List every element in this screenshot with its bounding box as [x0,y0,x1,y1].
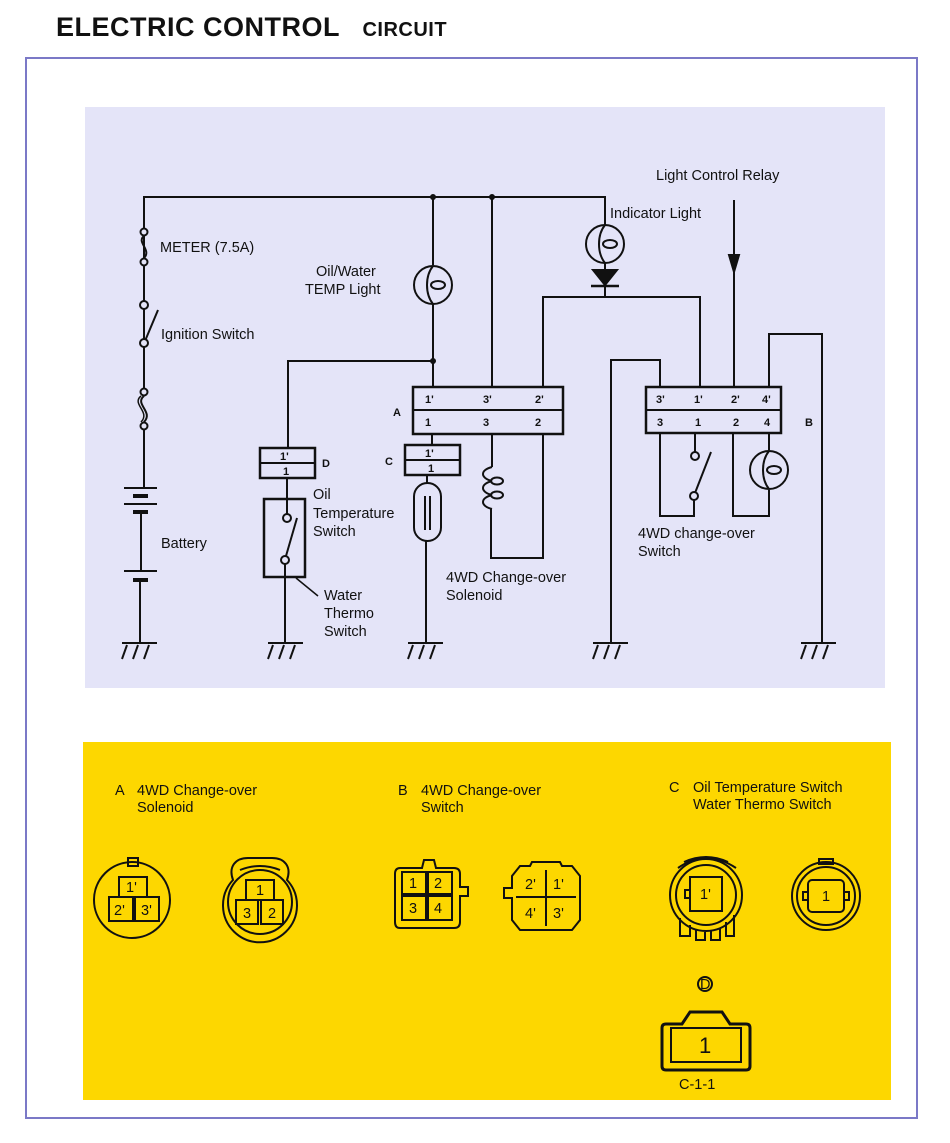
connector-a-marker: A [393,407,401,419]
outer-frame [25,57,918,1119]
connector-a-pin: 2' [535,394,544,406]
connector-d-pin: 1 [283,466,289,478]
changeover-switch-label-1: 4WD change-over [638,526,755,542]
battery-label: Battery [161,536,208,552]
ground-icon [407,642,443,660]
meter-fuse-label: METER (7.5A) [160,240,254,256]
ignition-switch-icon [139,300,159,388]
ground-icon [267,642,303,660]
connector-c-pin: 1' [425,448,434,460]
connector-b-pin: 2 [733,417,739,429]
connector-d-pin: 1' [280,451,289,463]
oil-temp-switch-label-2: Temperature [313,506,394,522]
connector-a-pin: 3' [483,394,492,406]
main-fuse-icon [137,387,149,488]
connector-c-pin: 1 [428,463,434,475]
solenoid-coil-icon [482,466,504,510]
connector-b-pin: 4 [764,417,771,429]
oil-temp-switch-label-1: Oil [313,487,331,503]
connector-a-pin: 2 [535,417,541,429]
ground-icon [121,642,157,660]
solenoid-label-1: 4WD Change-over [446,570,566,586]
water-thermo-label-2: Thermo [324,606,374,622]
light-control-relay-label: Light Control Relay [656,168,780,184]
connector-panel [83,742,891,1100]
temperature-sensor-icon [413,482,442,542]
oil-water-temp-light-icon [413,265,453,305]
meter-fuse-icon [139,227,149,300]
water-thermo-label-3: Switch [324,624,367,640]
connector-a-pin: 1 [425,417,431,429]
connector-b-pin: 3' [656,394,665,406]
diode-icon [590,263,620,297]
page-subtitle: CIRCUIT [362,19,448,41]
switch-indicator-light-icon [749,450,789,490]
page-heading: ELECTRIC CONTROL CIRCUIT [56,12,447,43]
connector-d-marker: D [322,458,330,470]
connector-a-pin: 3 [483,417,489,429]
oil-temp-switch-label-3: Switch [313,524,356,540]
battery-icon [124,487,157,643]
indicator-light-icon [585,224,625,264]
relay-arrow-icon [727,200,741,387]
connector-b-marker: B [805,417,813,429]
water-thermo-label-1: Water [324,588,362,604]
page-title: ELECTRIC CONTROL [56,12,340,42]
connector-c-block [403,443,462,477]
connector-b-pin: 2' [731,394,740,406]
connector-b-pin: 1 [695,417,701,429]
indicator-light-label: Indicator Light [610,206,701,222]
connector-b-pin: 3 [657,417,663,429]
connector-b-pin: 4' [762,394,771,406]
connector-b-pin: 1' [694,394,703,406]
connector-a-block [411,385,565,436]
connector-b-block [644,385,783,435]
ground-icon [800,642,836,660]
connector-a-pin: 1' [425,394,434,406]
changeover-switch-label-2: Switch [638,544,681,560]
solenoid-label-2: Solenoid [446,588,502,604]
ignition-switch-label: Ignition Switch [161,327,255,343]
temperature-switch-icon [262,497,319,597]
circuit-panel [85,107,885,688]
oil-water-light-label-1: Oil/Water [316,264,376,280]
ground-icon [592,642,628,660]
oil-water-light-label-2: TEMP Light [305,282,381,298]
changeover-switch-icon [689,451,712,516]
connector-c-marker: C [385,456,393,468]
